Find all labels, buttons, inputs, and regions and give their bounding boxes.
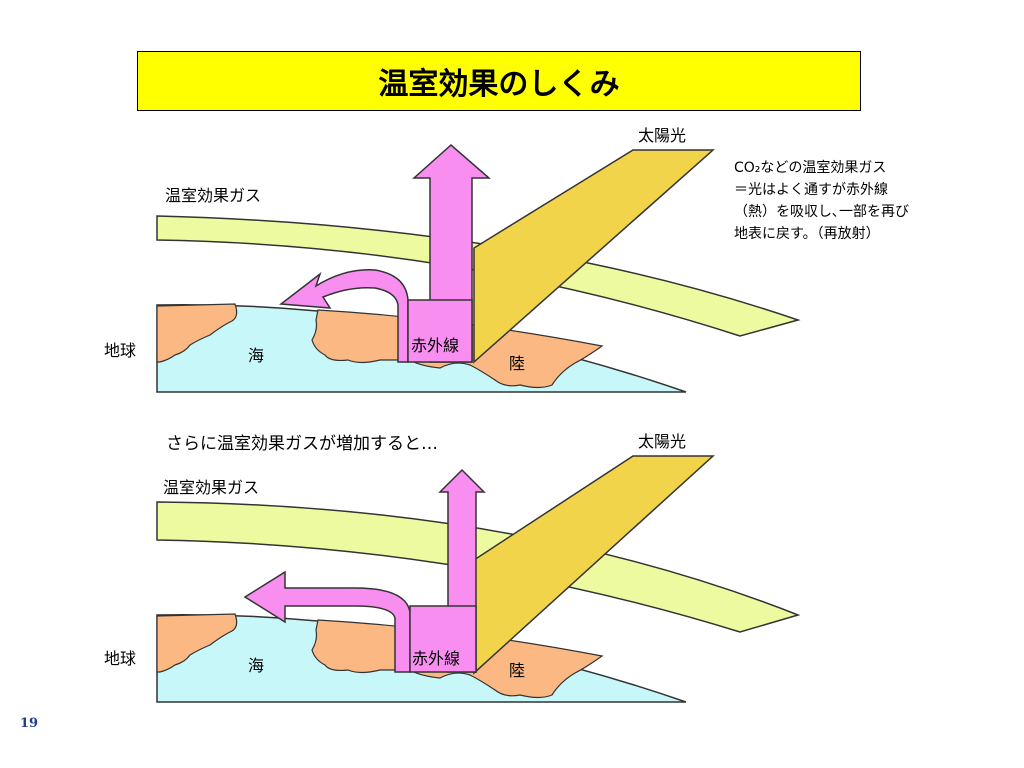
note-line-4: 地表に戻す。（再放射）: [734, 226, 880, 242]
gas-label-top: 温室効果ガス: [165, 186, 262, 205]
infrared-label-bottom: 赤外線: [412, 649, 461, 668]
infrared-arrow-top: [279, 269, 409, 363]
sunlight-label-top: 太陽光: [638, 126, 687, 145]
earth-label-bottom: 地球: [104, 649, 137, 668]
gas-label-bottom: 温室効果ガス: [163, 478, 260, 497]
land-label-top: 陸: [509, 354, 526, 373]
infrared-base-bottom: [409, 605, 477, 673]
infrared-arrow-bottom: [243, 570, 411, 673]
page-number: 19: [20, 716, 39, 731]
sunlight-ray-top: [473, 149, 715, 364]
slide-title: 温室効果のしくみ: [137, 51, 861, 111]
caption-bottom: さらに温室効果ガスが増加すると…: [166, 434, 438, 454]
earth-label-top: 地球: [104, 341, 137, 360]
sunlight-label-bottom: 太陽光: [638, 432, 687, 451]
infrared-base-top: [407, 299, 473, 363]
note-line-3: （熱）を吸収し､一部を再び: [734, 204, 909, 220]
land-left-top: [156, 303, 238, 363]
gas-band-top: [156, 215, 801, 337]
sea-label-top: 海: [248, 346, 265, 365]
note-line-2: ＝光はよく通すが赤外線: [734, 182, 888, 198]
sunlight-ray-bottom: [473, 455, 715, 675]
land-label-bottom: 陸: [509, 661, 526, 680]
sea-label-bottom: 海: [248, 656, 265, 675]
infrared-label-top: 赤外線: [411, 336, 460, 355]
diagram-top: [156, 144, 801, 393]
diagram-bottom: [156, 455, 801, 703]
land-left-bottom: [156, 613, 238, 673]
note-line-1: CO₂などの温室効果ガス: [734, 160, 887, 176]
greenhouse-gas-note: CO₂などの温室効果ガス ＝光はよく通すが赤外線 （熱）を吸収し､一部を再び 地…: [734, 157, 964, 245]
